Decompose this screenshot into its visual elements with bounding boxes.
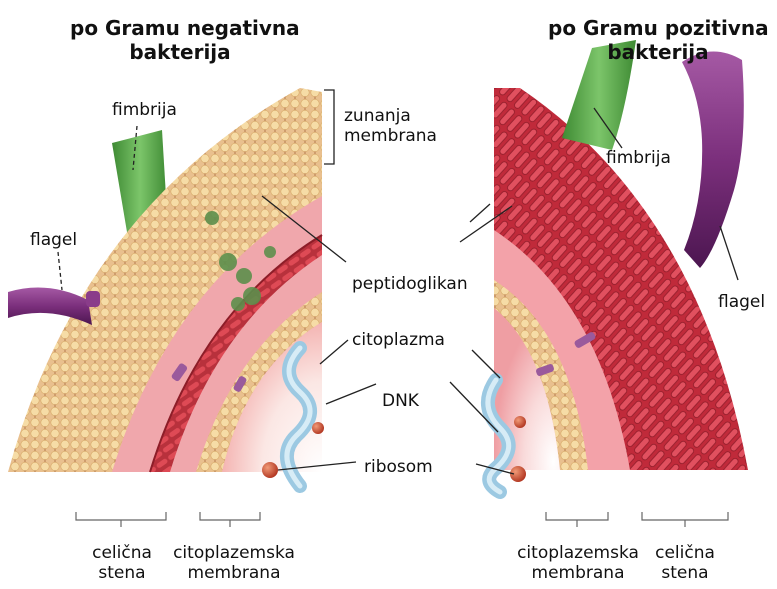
- label-left-stena-line1: celična: [70, 543, 174, 563]
- label-left-membrana-line1: citoplazemska: [168, 543, 300, 563]
- label-flagel-right: flagel: [718, 292, 765, 312]
- label-zunanja-line2: membrana: [344, 126, 437, 146]
- bracket-left-wall: [76, 512, 166, 520]
- label-left-celicna-stena: celična stena: [70, 543, 174, 584]
- label-right-membrana-line1: citoplazemska: [512, 543, 644, 563]
- title-positive-line1: po Gramu pozitivna: [548, 16, 768, 40]
- gram-positive-illustration: [488, 40, 748, 492]
- label-dnk: DNK: [382, 391, 419, 411]
- title-negative-line2: bakterija: [70, 40, 290, 64]
- label-right-membrana-line2: membrana: [512, 563, 644, 583]
- label-flagel-left: flagel: [30, 230, 77, 250]
- label-left-membrana-line2: membrana: [168, 563, 300, 583]
- flagellum-left: [8, 288, 92, 326]
- label-right-citoplazemska-membrana: citoplazemska membrana: [512, 543, 644, 584]
- ribosome-left: [262, 462, 278, 478]
- label-citoplazma: citoplazma: [352, 330, 445, 350]
- label-left-citoplazemska-membrana: citoplazemska membrana: [168, 543, 300, 584]
- label-fimbrija-left: fimbrija: [112, 100, 177, 120]
- label-left-stena-line2: stena: [70, 563, 174, 583]
- label-zunanja-membrana: zunanja membrana: [344, 106, 437, 147]
- gram-negative-illustration: [8, 88, 324, 486]
- bracket-left-membrane: [200, 512, 260, 520]
- bracket-right-wall: [642, 512, 728, 520]
- title-negative-line1: po Gramu negativna: [70, 16, 290, 40]
- title-gram-positive: po Gramu pozitivna bakterija: [548, 16, 768, 64]
- label-ribosom: ribosom: [364, 457, 433, 477]
- flagellum-right: [682, 51, 744, 268]
- outer-membrane-bracket: [324, 90, 334, 164]
- title-gram-negative: po Gramu negativna bakterija: [70, 16, 290, 64]
- bottom-brackets: [76, 512, 728, 527]
- label-zunanja-line1: zunanja: [344, 106, 437, 126]
- label-fimbrija-right: fimbrija: [606, 148, 671, 168]
- title-positive-line2: bakterija: [548, 40, 768, 64]
- label-right-stena-line1: celična: [640, 543, 730, 563]
- bracket-right-membrane: [546, 512, 608, 520]
- label-right-celicna-stena: celična stena: [640, 543, 730, 584]
- label-right-stena-line2: stena: [640, 563, 730, 583]
- label-peptidoglikan: peptidoglikan: [352, 274, 468, 294]
